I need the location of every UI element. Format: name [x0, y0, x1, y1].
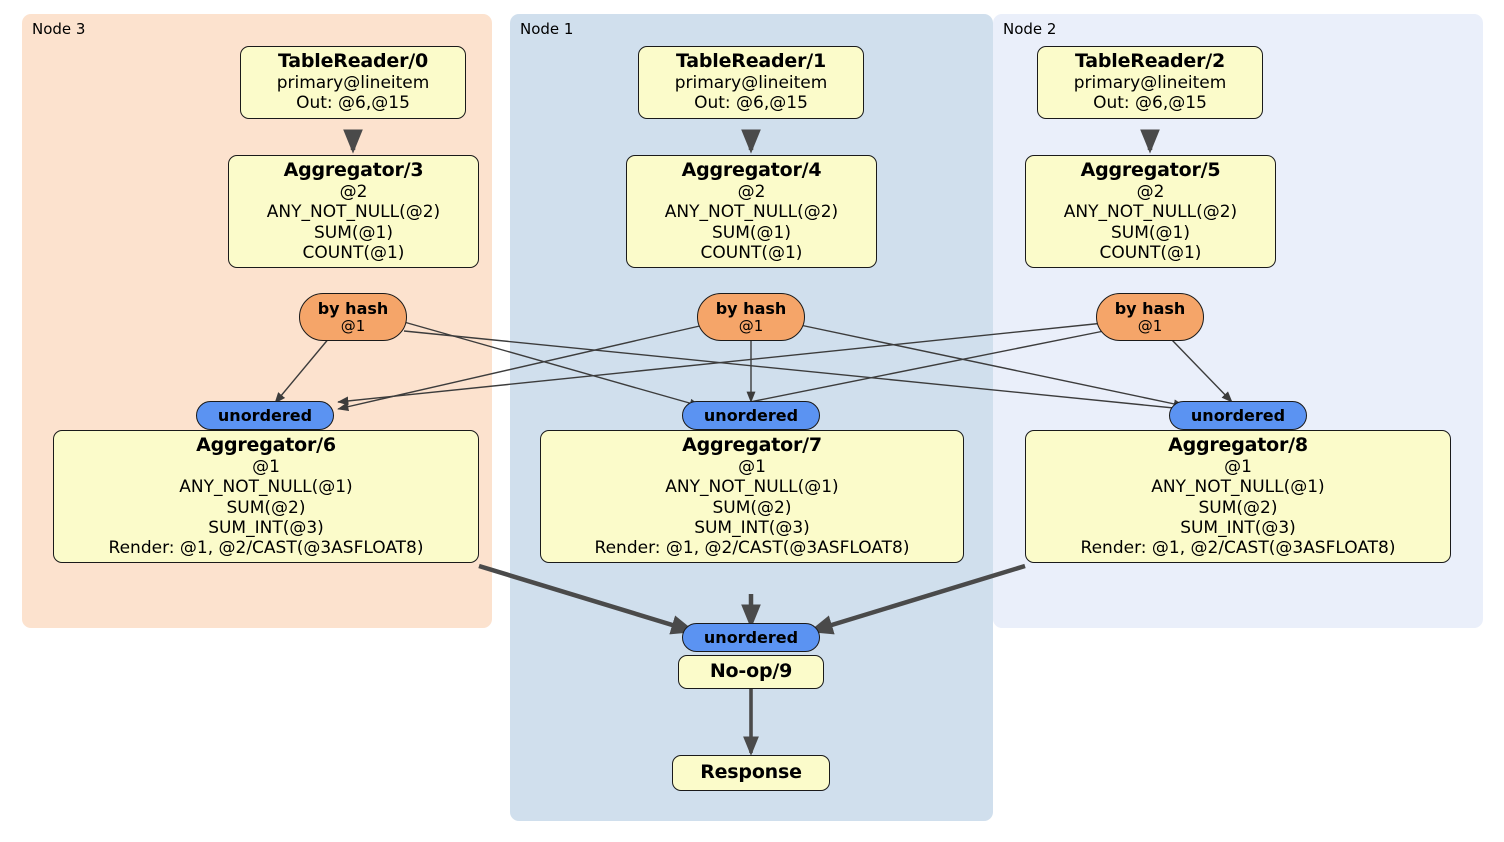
synchronizer-unordered-7[interactable]: unordered — [682, 401, 820, 430]
processor-line: SUM(@2) — [1198, 497, 1278, 518]
processor-aggregator-5[interactable]: Aggregator/5 @2 ANY_NOT_NULL(@2) SUM(@1)… — [1025, 155, 1276, 268]
processor-line: COUNT(@1) — [1099, 242, 1202, 263]
processor-line: @1 — [738, 457, 766, 478]
synchronizer-title: unordered — [217, 405, 313, 425]
processor-line: SUM_INT(@3) — [1180, 517, 1296, 538]
cluster-label-node-2: Node 2 — [1003, 20, 1057, 38]
processor-line: @1 — [252, 457, 280, 478]
processor-title: Aggregator/7 — [682, 434, 822, 456]
synchronizer-title: unordered — [1190, 405, 1286, 425]
synchronizer-title: unordered — [703, 627, 799, 647]
processor-aggregator-7[interactable]: Aggregator/7 @1 ANY_NOT_NULL(@1) SUM(@2)… — [540, 430, 964, 563]
router-by-hash-3[interactable]: by hash @1 — [299, 293, 407, 341]
processor-line: COUNT(@1) — [700, 242, 803, 263]
processor-line: Out: @6,@15 — [694, 93, 808, 114]
synchronizer-unordered-9[interactable]: unordered — [682, 623, 820, 652]
processor-aggregator-3[interactable]: Aggregator/3 @2 ANY_NOT_NULL(@2) SUM(@1)… — [228, 155, 479, 268]
router-line: @1 — [340, 316, 366, 335]
processor-line: primary@lineitem — [674, 73, 828, 94]
processor-line: ANY_NOT_NULL(@2) — [664, 202, 839, 223]
synchronizer-unordered-8[interactable]: unordered — [1169, 401, 1307, 430]
processor-line: ANY_NOT_NULL(@2) — [1063, 202, 1238, 223]
processor-line: COUNT(@1) — [302, 242, 405, 263]
processor-line: SUM(@1) — [314, 222, 393, 243]
processor-line: Out: @6,@15 — [296, 93, 410, 114]
processor-title: TableReader/0 — [277, 50, 429, 72]
router-line: @1 — [1137, 316, 1163, 335]
processor-line: @2 — [1136, 182, 1165, 203]
cluster-label-node-1: Node 1 — [520, 20, 574, 38]
processor-line: Render: @1, @2/CAST(@3ASFLOAT8) — [594, 537, 910, 558]
processor-line: Out: @6,@15 — [1093, 93, 1207, 114]
cluster-label-node-3: Node 3 — [32, 20, 86, 38]
processor-line: ANY_NOT_NULL(@1) — [1151, 477, 1325, 498]
processor-line: Render: @1, @2/CAST(@3ASFLOAT8) — [1080, 537, 1396, 558]
processor-line: @2 — [339, 182, 368, 203]
processor-table-reader-1[interactable]: TableReader/1 primary@lineitem Out: @6,@… — [638, 46, 864, 119]
processor-table-reader-0[interactable]: TableReader/0 primary@lineitem Out: @6,@… — [240, 46, 466, 119]
processor-line: primary@lineitem — [1073, 73, 1227, 94]
processor-line: @1 — [1224, 457, 1252, 478]
processor-title: TableReader/1 — [675, 50, 827, 72]
processor-line: SUM(@1) — [1111, 222, 1190, 243]
processor-title: Response — [700, 761, 802, 784]
synchronizer-title: unordered — [703, 405, 799, 425]
processor-aggregator-8[interactable]: Aggregator/8 @1 ANY_NOT_NULL(@1) SUM(@2)… — [1025, 430, 1451, 563]
processor-line: ANY_NOT_NULL(@1) — [665, 477, 839, 498]
processor-title: Aggregator/8 — [1168, 434, 1308, 456]
processor-title: Aggregator/4 — [681, 159, 822, 181]
processor-title: Aggregator/6 — [196, 434, 336, 456]
processor-no-op-9[interactable]: No-op/9 — [678, 655, 824, 689]
processor-line: SUM(@2) — [226, 497, 306, 518]
processor-table-reader-2[interactable]: TableReader/2 primary@lineitem Out: @6,@… — [1037, 46, 1263, 119]
processor-line: primary@lineitem — [276, 73, 430, 94]
processor-line: @2 — [737, 182, 766, 203]
processor-aggregator-6[interactable]: Aggregator/6 @1 ANY_NOT_NULL(@1) SUM(@2)… — [53, 430, 479, 563]
processor-line: ANY_NOT_NULL(@2) — [266, 202, 441, 223]
processor-line: SUM(@1) — [712, 222, 791, 243]
processor-title: No-op/9 — [709, 660, 793, 683]
processor-line: ANY_NOT_NULL(@1) — [179, 477, 353, 498]
router-by-hash-4[interactable]: by hash @1 — [697, 293, 805, 341]
processor-line: Render: @1, @2/CAST(@3ASFLOAT8) — [108, 537, 424, 558]
processor-aggregator-4[interactable]: Aggregator/4 @2 ANY_NOT_NULL(@2) SUM(@1)… — [626, 155, 877, 268]
processor-response[interactable]: Response — [672, 755, 830, 791]
processor-title: TableReader/2 — [1074, 50, 1226, 72]
synchronizer-unordered-6[interactable]: unordered — [196, 401, 334, 430]
processor-title: Aggregator/5 — [1080, 159, 1221, 181]
router-title: by hash — [317, 298, 389, 318]
router-by-hash-5[interactable]: by hash @1 — [1096, 293, 1204, 341]
processor-line: SUM_INT(@3) — [208, 517, 324, 538]
router-line: @1 — [738, 316, 764, 335]
router-title: by hash — [715, 298, 787, 318]
processor-line: SUM_INT(@3) — [694, 517, 810, 538]
router-title: by hash — [1114, 298, 1186, 318]
processor-title: Aggregator/3 — [283, 159, 424, 181]
processor-line: SUM(@2) — [712, 497, 792, 518]
